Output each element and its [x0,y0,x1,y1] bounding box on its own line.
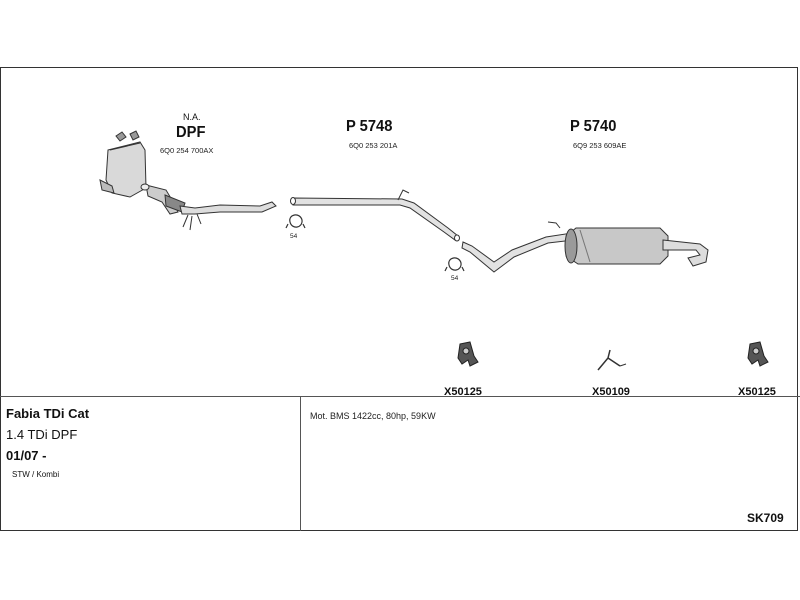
motor-info: Mot. BMS 1422cc, 80hp, 59KW [310,411,436,421]
middle-pipe-part-number: 6Q0 253 201A [349,141,398,150]
hanger-1-drawing [457,341,479,367]
hanger-1-code: X50125 [444,386,482,398]
hanger-3-code: X50125 [738,386,776,398]
dpf-title: DPF [176,124,206,141]
hanger-3-drawing [747,341,769,367]
info-column-divider [300,397,301,531]
rear-silencer-title: P 5740 [570,118,617,135]
hanger-2-code: X50109 [592,386,630,398]
diagram-frame [0,67,798,531]
rear-silencer-part-number: 6Q9 253 609AE [573,141,627,150]
vehicle-engine: 1.4 TDi DPF [6,427,78,442]
rear-silencer-drawing [461,221,709,273]
dpf-part-number: 6Q0 254 700AX [160,146,214,155]
dpf-drawing [99,130,277,231]
middle-pipe-drawing [290,189,460,242]
clamp-1-label: 54 [290,233,298,240]
vehicle-body: STW / Kombi [12,470,60,479]
dpf-note: N.A. [183,112,201,122]
vehicle-model: Fabia TDi Cat [6,406,90,421]
hanger-2-drawing [597,349,627,371]
kit-code: SK709 [747,511,784,525]
info-divider [0,396,800,397]
middle-pipe-title: P 5748 [346,118,393,135]
clamp-2-label: 54 [451,275,459,282]
vehicle-date: 01/07 - [6,448,47,463]
clamp-1-drawing [285,214,306,229]
clamp-2-drawing [444,257,465,272]
